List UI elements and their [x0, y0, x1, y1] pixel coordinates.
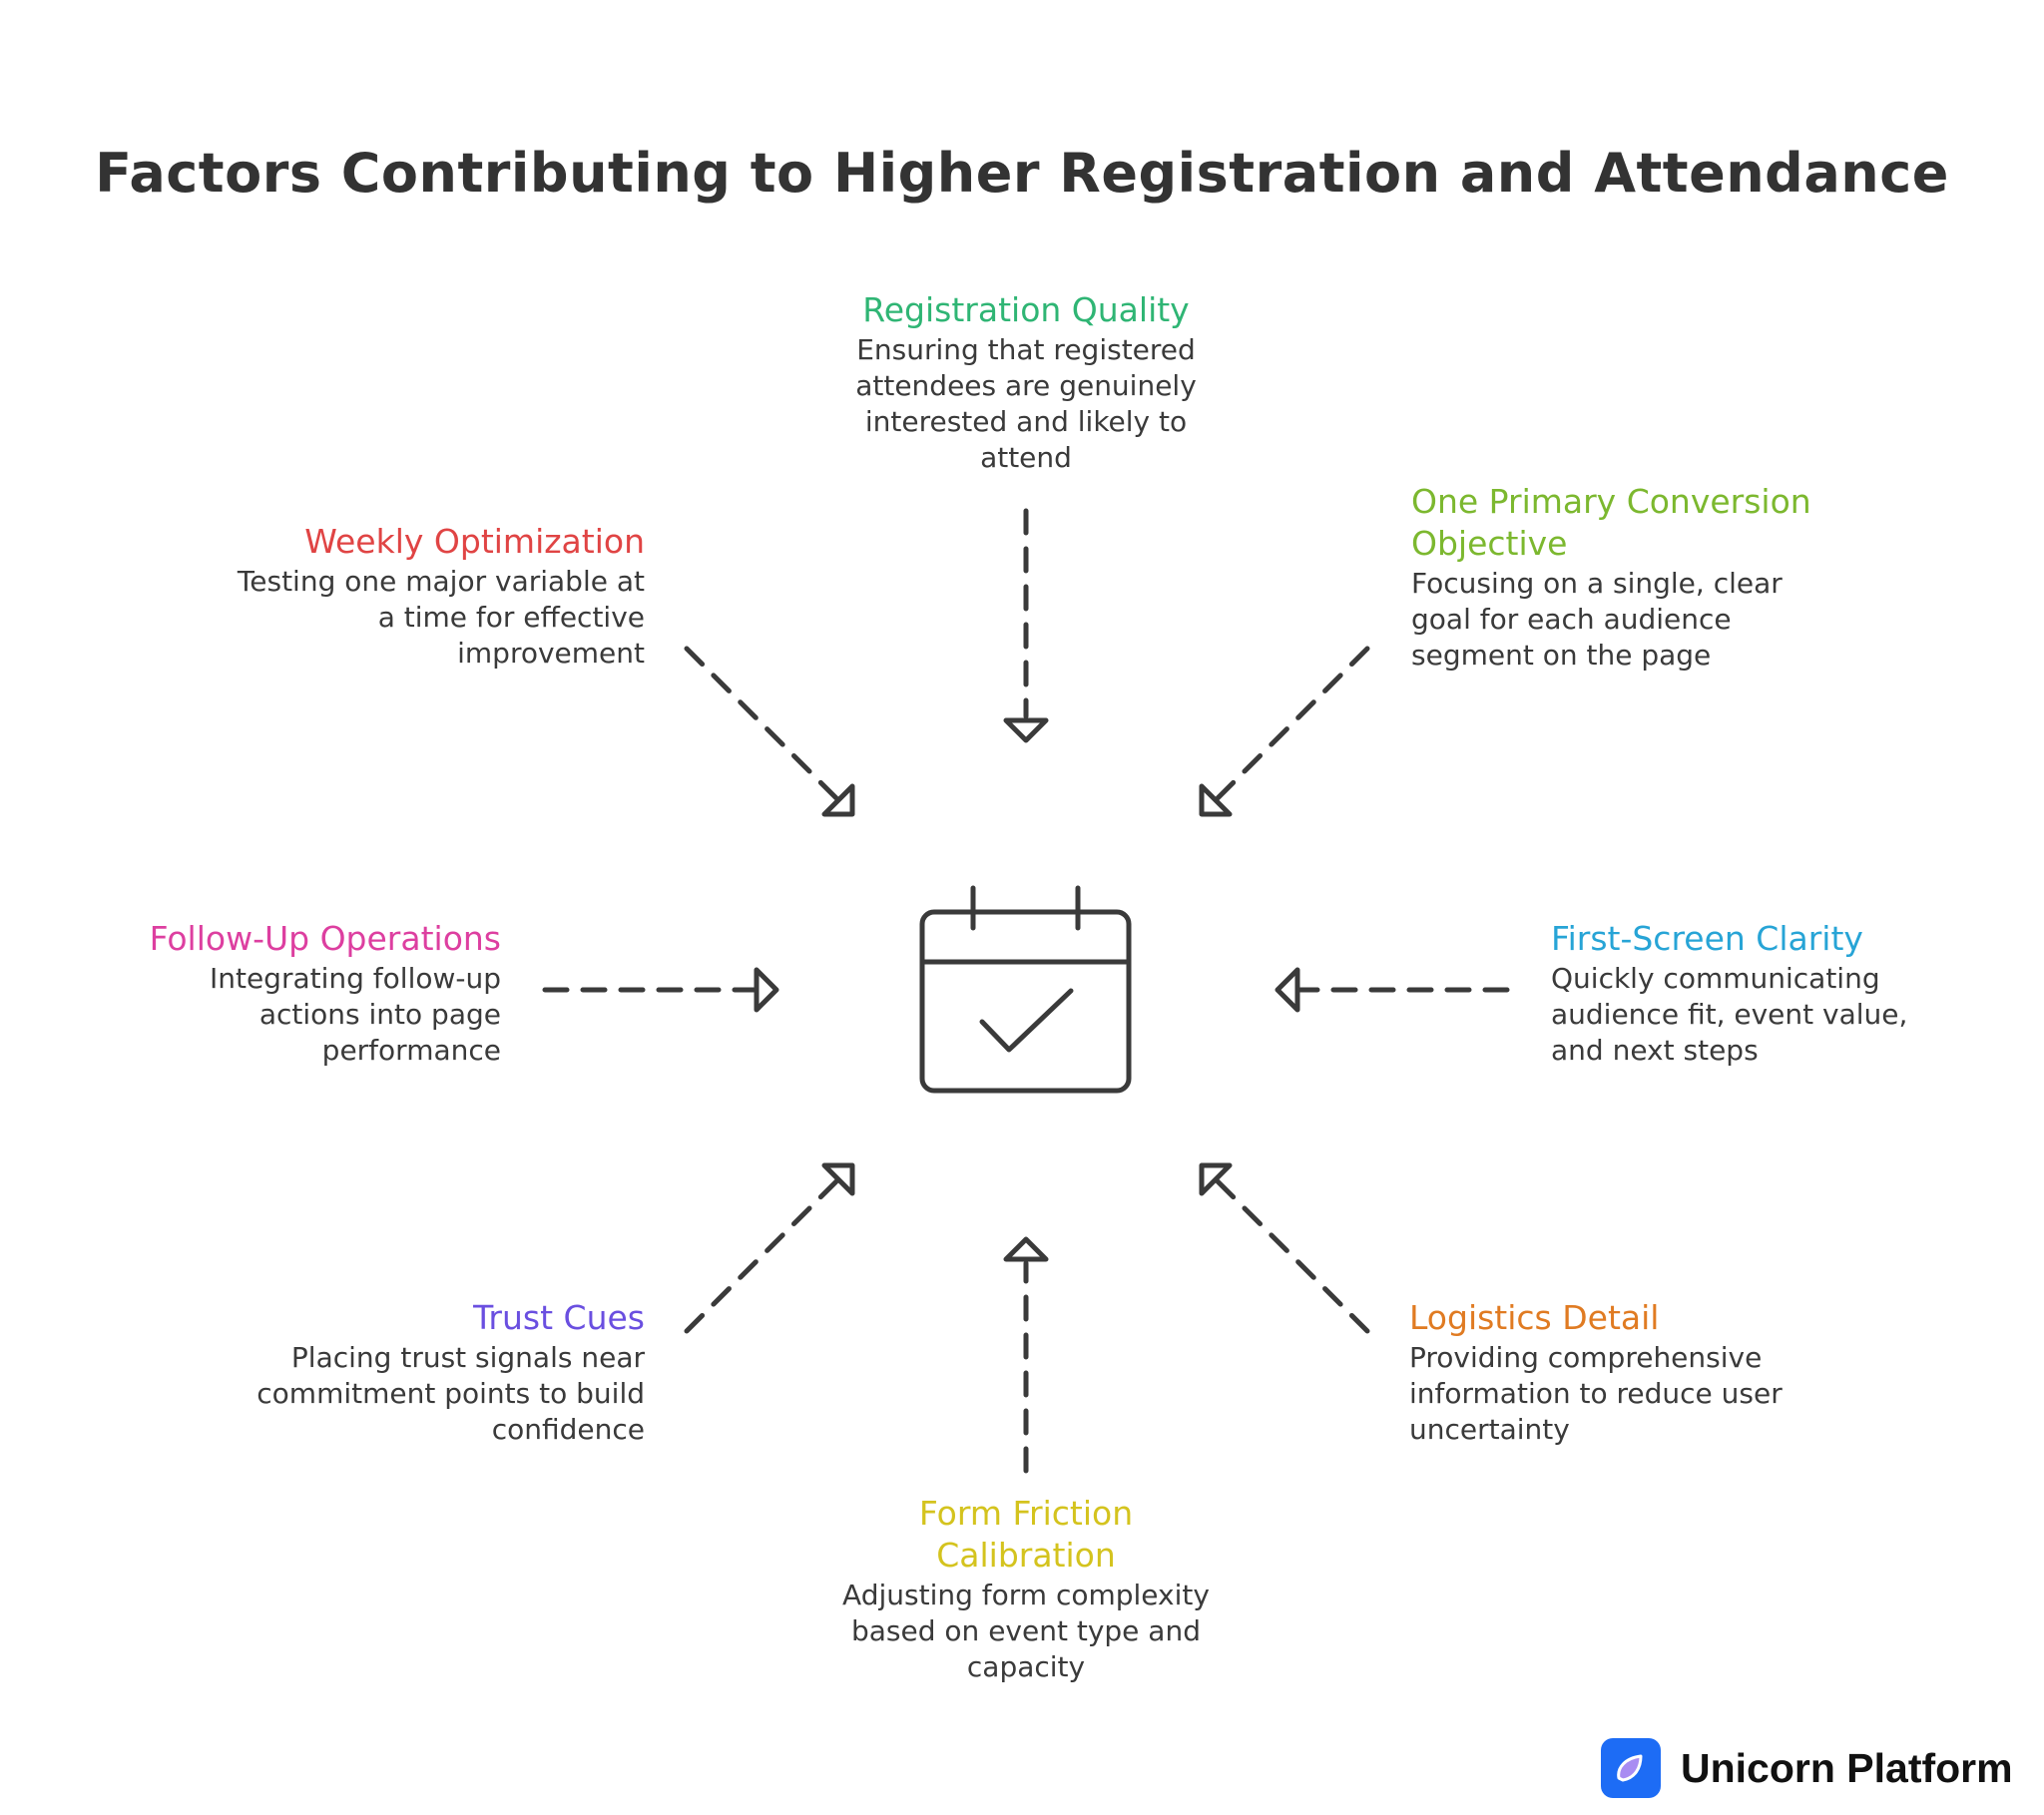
- arrow-first-screen-clarity: [1275, 967, 1510, 1013]
- arrow-one-primary-conversion: [1199, 646, 1370, 817]
- factor-one-primary-conversion-objective: One Primary Conversion Objective Focusin…: [1411, 481, 1840, 674]
- arrow-weekly-optimization: [684, 646, 855, 817]
- factor-heading: Weekly Optimization: [304, 522, 645, 561]
- factor-heading: Form Friction Calibration: [918, 1494, 1134, 1575]
- factor-description: Testing one major variable at a time for…: [237, 565, 645, 670]
- factor-description: Integrating follow-up actions into page …: [209, 962, 501, 1067]
- factor-logistics-detail: Logistics Detail Providing comprehensive…: [1409, 1297, 1828, 1448]
- arrow-registration-quality: [1003, 508, 1049, 743]
- diagram-title: Factors Contributing to Higher Registrat…: [95, 142, 1949, 205]
- factor-heading: Logistics Detail: [1409, 1298, 1660, 1337]
- brand-name: Unicorn Platform: [1681, 1744, 2013, 1791]
- factor-heading: First-Screen Clarity: [1551, 919, 1863, 958]
- arrow-follow-up-operations: [542, 967, 779, 1013]
- factor-registration-quality: Registration Quality Ensuring that regis…: [816, 289, 1236, 476]
- factor-heading: Trust Cues: [473, 1298, 645, 1337]
- factor-weekly-optimization: Weekly Optimization Testing one major va…: [226, 521, 645, 672]
- factor-heading: Registration Quality: [862, 290, 1190, 329]
- factor-description: Providing comprehensive information to r…: [1409, 1341, 1783, 1446]
- factor-first-screen-clarity: First-Screen Clarity Quickly communicati…: [1551, 918, 1950, 1069]
- factor-trust-cues: Trust Cues Placing trust signals near co…: [218, 1297, 645, 1448]
- brand-watermark: Unicorn Platform: [1601, 1736, 2013, 1800]
- factor-description: Adjusting form complexity based on event…: [842, 1579, 1210, 1683]
- factor-form-friction-calibration: Form Friction Calibration Adjusting form…: [816, 1493, 1236, 1685]
- arrow-trust-cues: [684, 1162, 855, 1334]
- arrow-logistics-detail: [1199, 1162, 1370, 1334]
- factor-follow-up-operations: Follow-Up Operations Integrating follow-…: [112, 918, 501, 1069]
- arrow-form-friction-calibration: [1003, 1236, 1049, 1474]
- factor-heading: Follow-Up Operations: [149, 919, 501, 958]
- factor-description: Quickly communicating audience fit, even…: [1551, 962, 1908, 1067]
- factor-description: Ensuring that registered attendees are g…: [855, 333, 1197, 474]
- unicorn-platform-logo-icon: [1601, 1738, 1661, 1798]
- calendar-check-icon: [919, 885, 1132, 1094]
- factor-heading: One Primary Conversion Objective: [1411, 482, 1811, 563]
- factor-description: Placing trust signals near commitment po…: [256, 1341, 645, 1446]
- factor-description: Focusing on a single, clear goal for eac…: [1411, 567, 1783, 672]
